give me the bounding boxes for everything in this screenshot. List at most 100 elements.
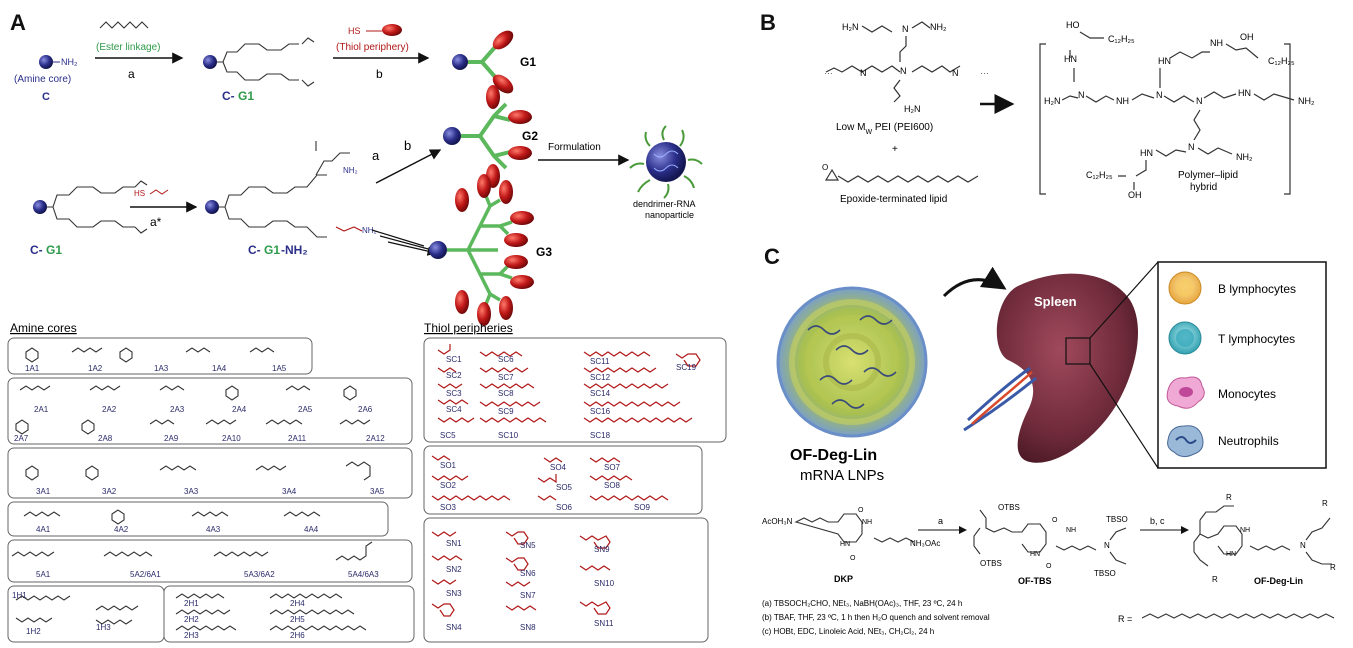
dkp-o-bottom: O: [850, 555, 856, 562]
lnp-to-spleen-arrow: [942, 266, 1007, 298]
condition-a: (a) TBSOCH₂CHO, NEt₃, NaBH(OAc)₃, THF, 2…: [762, 599, 962, 608]
amine-4a2: 4A2: [114, 525, 129, 534]
thiol-sc7: SC7: [498, 373, 514, 382]
amine-3a2: 3A2: [102, 487, 117, 496]
core-sphere-icon: [39, 55, 53, 69]
amine-4a3: 4A3: [206, 525, 221, 534]
hybrid-nh2-right: NH₂: [1298, 96, 1315, 106]
dkp-nh: NH: [862, 519, 872, 526]
final-r-left: R: [1212, 575, 1218, 584]
thiol-sc18: SC18: [590, 431, 611, 440]
thiol-so9: SO9: [634, 503, 651, 512]
final-n: N: [1300, 541, 1306, 550]
thiol-sn1: SN1: [446, 539, 462, 548]
c-g1-second-c-label: C-: [30, 243, 43, 257]
c-g1-nh2-nh2-label: -NH₂: [281, 243, 308, 257]
thiol-peripheries-title: Thiol peripheries: [424, 321, 513, 335]
pei-left-ellipsis: …: [824, 66, 833, 76]
amine-2h1: 2H1: [184, 599, 199, 608]
amine-5a4-6a3: 5A4/6A3: [348, 570, 379, 579]
thiol-so2: SO2: [440, 481, 457, 490]
oftbs-o-top: O: [1052, 517, 1058, 524]
amine-2h6: 2H6: [290, 631, 305, 640]
g3-label: G3: [536, 245, 552, 259]
amine-2h2: 2H2: [184, 615, 199, 624]
nanoparticle-label-line2: nanoparticle: [645, 210, 694, 220]
final-r-right: R: [1322, 499, 1328, 508]
amine-3a4: 3A4: [282, 487, 297, 496]
hybrid-label-line1: Polymer–lipid: [1178, 170, 1238, 181]
polymer-lipid-hybrid: HO C₁₂H₂₅ HN HN NH OH C₁₂H₂₅ H₂N N NH N …: [1039, 20, 1315, 200]
step-b-label: b: [376, 67, 383, 81]
dkp-label: DKP: [834, 574, 853, 584]
thiol-sn2: SN2: [446, 565, 462, 574]
g2-label: G2: [522, 129, 538, 143]
hybrid-n-2: N: [1156, 90, 1163, 100]
amine-5a1: 5A1: [36, 570, 51, 579]
hybrid-label-line2: hybrid: [1190, 182, 1217, 193]
arrow-b-step: HS (Thiol periphery) b: [333, 24, 430, 81]
amine-3a3: 3A3: [184, 487, 199, 496]
hs-label: HS: [348, 26, 361, 36]
thiol-sc3: SC3: [446, 389, 462, 398]
pei-n-mid: N: [900, 66, 907, 76]
thiol-sn5: SN5: [520, 541, 536, 550]
amine-3a1: 3A1: [36, 487, 51, 496]
core-sphere-icon: [203, 55, 217, 69]
amine-2a10: 2A10: [222, 434, 241, 443]
oftbs-tbso-top: TBSO: [1106, 515, 1128, 524]
hybrid-c12h25-top: C₁₂H₂₅: [1108, 34, 1135, 44]
thiol-sn3: SN3: [446, 589, 462, 598]
hybrid-nh2-bottom: NH₂: [1236, 152, 1253, 162]
final-hn: HN: [1226, 551, 1236, 558]
nh2-bottom-label: NH₂: [362, 226, 377, 235]
thiol-so3: SO3: [440, 503, 457, 512]
hybrid-c12h25-bottom: C₁₂H₂₅: [1086, 170, 1113, 180]
amine-core-c: NH₂ (Amine core) C: [14, 55, 78, 103]
amine-2h5: 2H5: [290, 615, 305, 624]
pei-n-left: N: [860, 68, 867, 78]
amine-2a3: 2A3: [170, 405, 185, 414]
condition-c: (c) HOBt, EDC, Linoleic Acid, NEt₃, CH₂C…: [762, 627, 934, 636]
oftbs-hn: HN: [1030, 551, 1040, 558]
c-g1-c-label: C-: [222, 89, 235, 103]
oftbs-otbs-bottom: OTBS: [980, 559, 1002, 568]
thiol-so1: SO1: [440, 461, 457, 470]
step-a-star-label: a*: [150, 215, 162, 229]
thiol-so7: SO7: [604, 463, 621, 472]
amine-3a5: 3A5: [370, 487, 385, 496]
amine-2a2: 2A2: [102, 405, 117, 414]
of-deg-lin-label: OF-Deg-Lin: [1254, 576, 1303, 586]
oftbs-otbs-top: OTBS: [998, 503, 1020, 512]
hybrid-n-3: N: [1196, 96, 1203, 106]
ester-linkage-label: (Ester linkage): [96, 42, 160, 53]
step-a-label: a: [128, 67, 135, 81]
cell-b-lymphocytes: B lymphocytes: [1218, 282, 1296, 296]
thiol-sc16: SC16: [590, 407, 611, 416]
amine-1h1: 1H1: [12, 591, 27, 600]
c-g1-nh2-g1-label: G1: [264, 243, 280, 257]
lnp-subtitle: mRNA LNPs: [800, 467, 884, 484]
epoxide-o: O: [822, 163, 828, 172]
lnp-name: OF-Deg-Lin: [790, 447, 877, 464]
pei-label: Low MW PEI (PEI600): [836, 122, 933, 136]
amine-1a3: 1A3: [154, 364, 169, 373]
thiol-so8: SO8: [604, 481, 621, 490]
amine-1a4: 1A4: [212, 364, 227, 373]
thiol-so6: SO6: [556, 503, 573, 512]
thiol-sc6: SC6: [498, 355, 514, 364]
c-g1-g1-label: G1: [238, 89, 254, 103]
thiol-so5: SO5: [556, 483, 573, 492]
dkp-hn: HN: [840, 541, 850, 548]
amine-core-label: (Amine core): [14, 74, 71, 85]
amine-2a4: 2A4: [232, 405, 247, 414]
cell-neutrophils: Neutrophils: [1218, 434, 1279, 448]
amine-2a5: 2A5: [298, 405, 313, 414]
amine-2a9: 2A9: [164, 434, 179, 443]
panel-c-letter: C: [764, 244, 780, 269]
oftbs-nh: NH: [1066, 527, 1076, 534]
thiol-sc-box: SC1 SC2 SC3 SC4 SC5 SC6 SC7 SC8 SC9 SC10…: [423, 337, 727, 443]
arrow-a-star: HS a*: [130, 189, 198, 229]
amine-row-5: 5A1 5A2/6A1 5A3/6A2 5A4/6A3: [7, 539, 413, 583]
